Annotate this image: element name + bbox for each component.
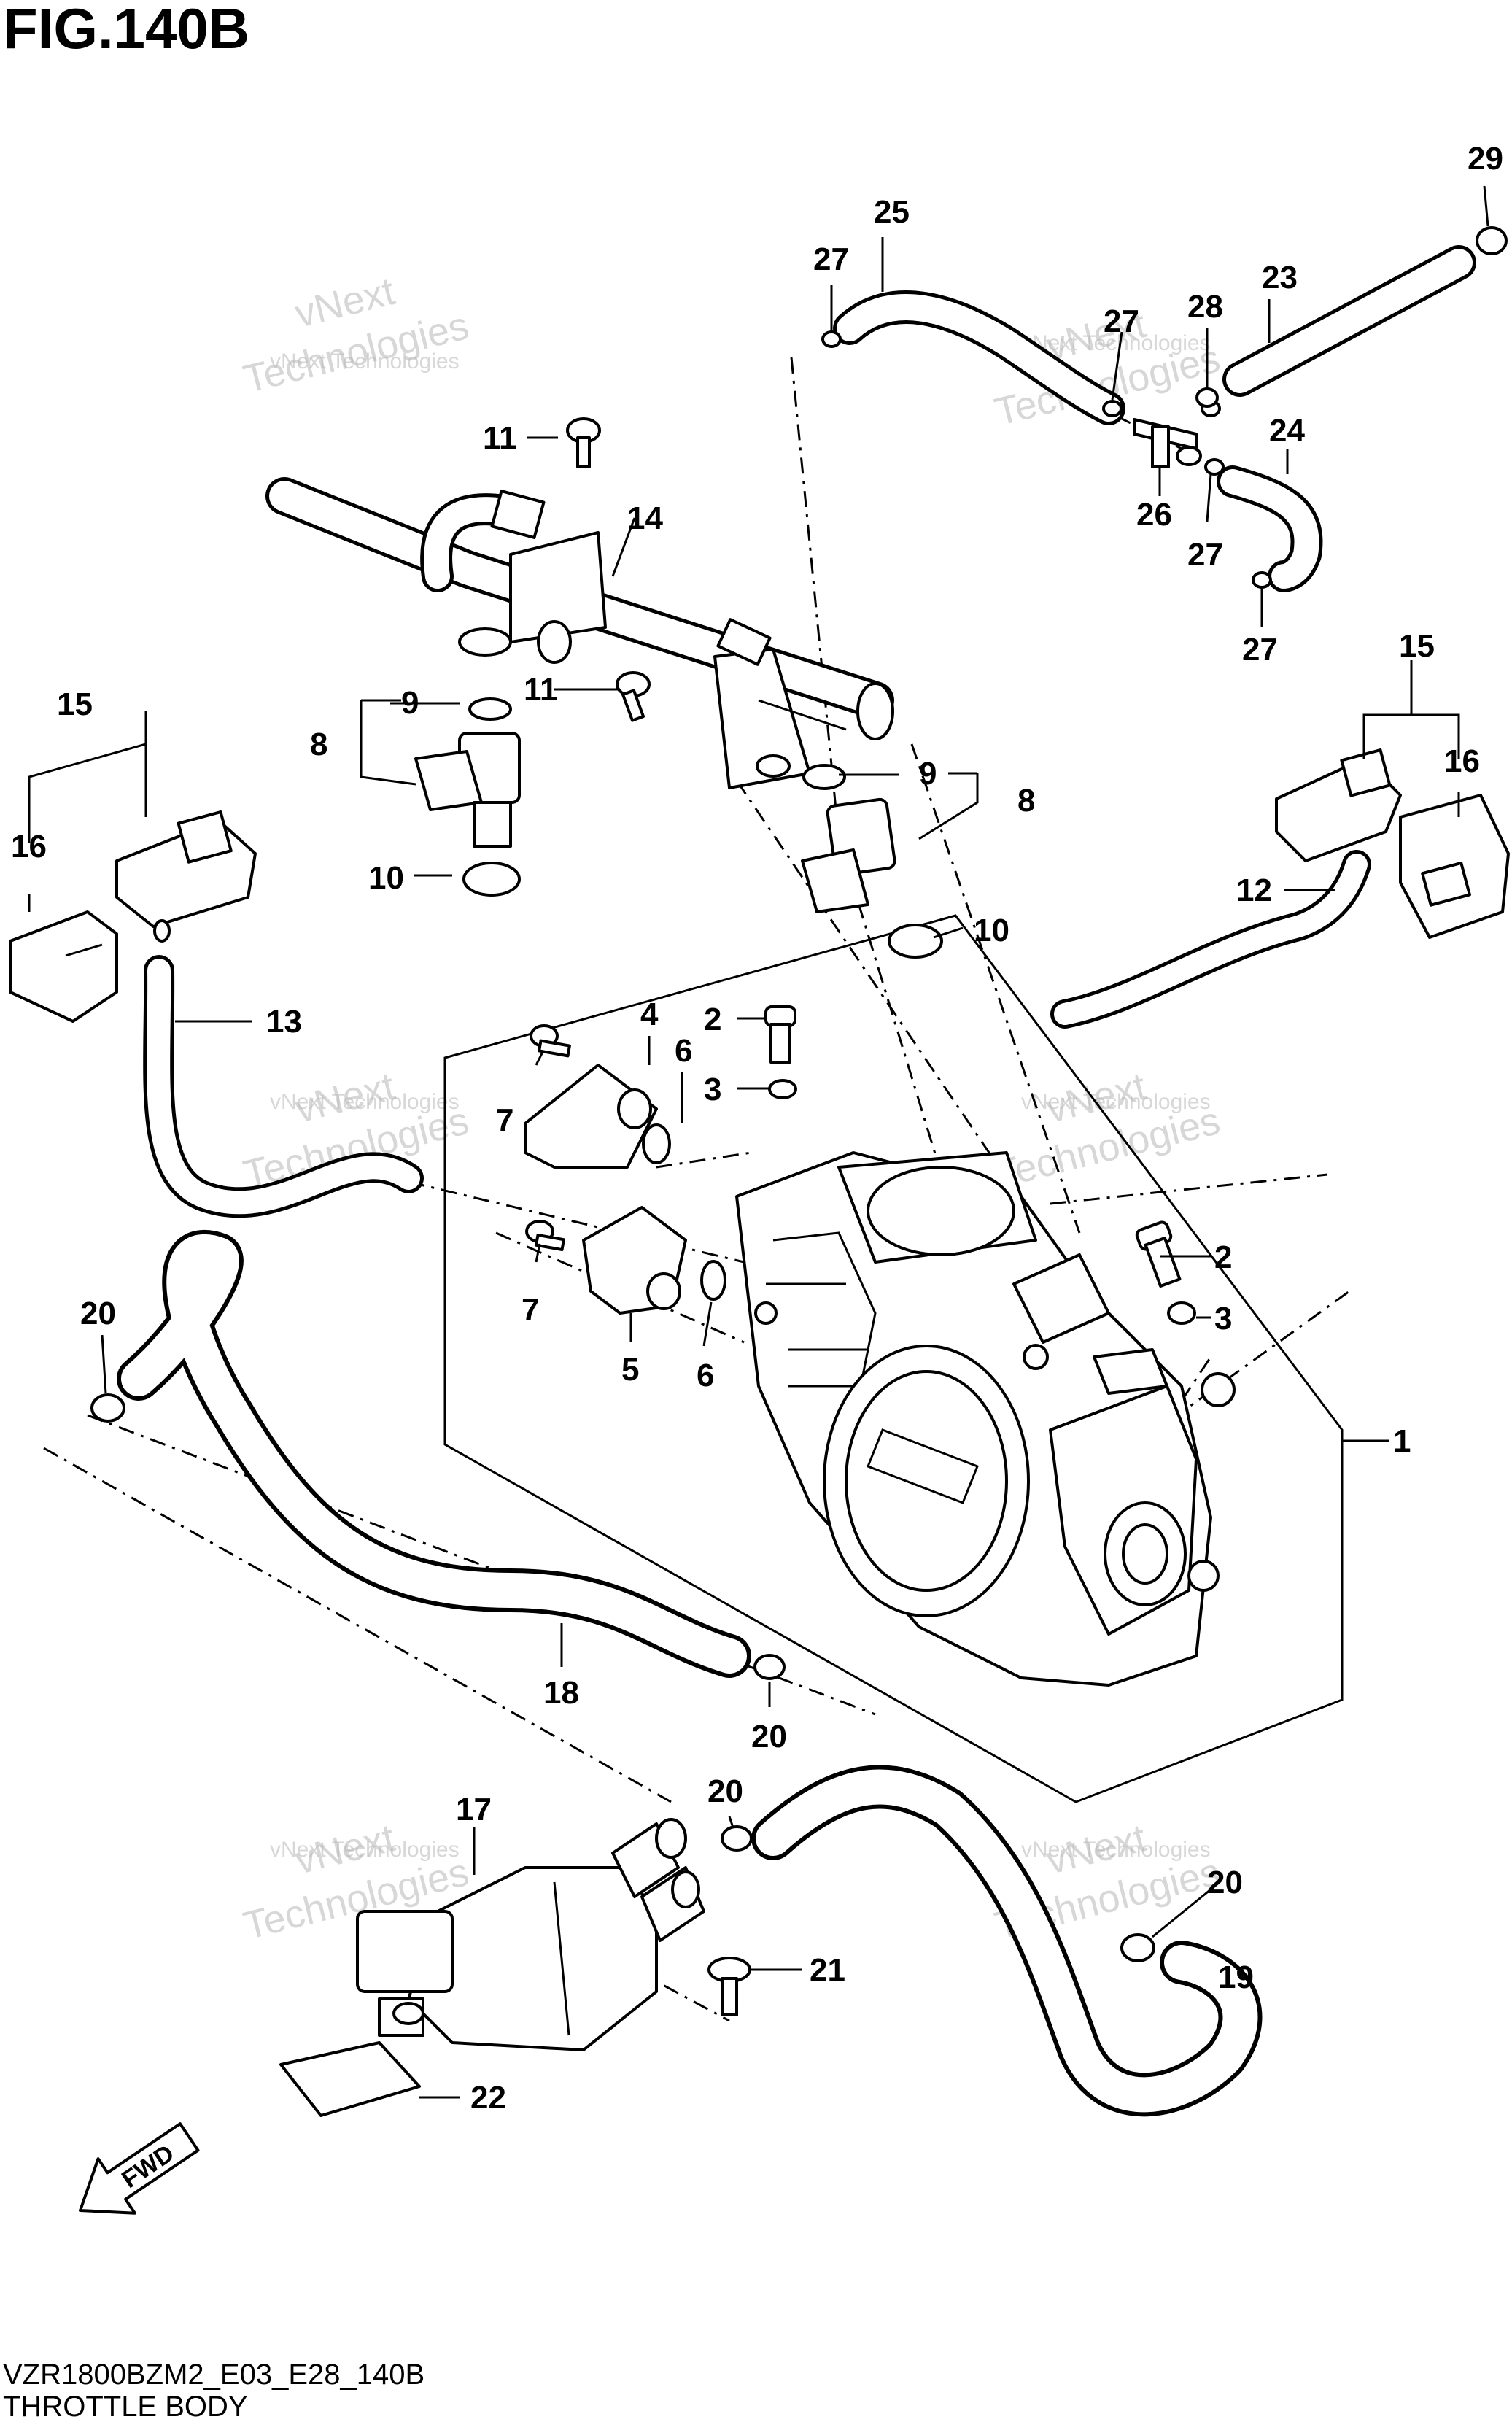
assembly-outline-box — [443, 914, 1344, 1803]
o-ring-3a — [768, 1079, 797, 1099]
watermark-text: vNext Technologies — [1021, 1838, 1211, 1862]
sensor-right — [1275, 748, 1510, 939]
watermark-text: vNext Technologies — [1021, 1090, 1211, 1114]
callout-23: 23 — [1262, 260, 1298, 295]
callout-9: 9 — [401, 685, 419, 721]
callout-20: 20 — [1207, 1865, 1243, 1900]
callout-5: 5 — [621, 1352, 639, 1388]
figure-title: FIG.140B — [3, 0, 249, 61]
callout-27: 27 — [1242, 632, 1278, 668]
o-ring-3b — [1167, 1301, 1196, 1325]
clip-28 — [1195, 387, 1219, 408]
callout-20: 20 — [80, 1296, 116, 1331]
screws-and-seals — [524, 387, 1219, 2016]
callout-7: 7 — [522, 1292, 539, 1328]
callout-10: 10 — [368, 860, 404, 896]
callout-21: 21 — [810, 1952, 845, 1988]
t-joint — [1133, 418, 1202, 468]
callout-16: 16 — [11, 829, 47, 864]
callout-1: 1 — [1393, 1423, 1411, 1459]
watermark-text: vNext Technologies — [270, 1090, 460, 1114]
watermark-text: vNext Technologies — [1021, 331, 1211, 355]
screw-11b — [616, 671, 651, 722]
hoses — [117, 245, 1476, 2117]
screw-7a — [530, 1024, 571, 1058]
watermark-group: vNext Technologies vNext Technologies vN… — [239, 269, 1224, 1948]
callout-7: 7 — [496, 1102, 513, 1138]
callout-27: 27 — [1104, 303, 1139, 339]
callout-15: 15 — [1399, 628, 1435, 664]
screw-21 — [707, 1957, 751, 2016]
fwd-arrow: FWD — [79, 2122, 200, 2215]
throttle-body — [735, 1151, 1236, 1687]
callout-20: 20 — [707, 1773, 743, 1809]
callout-6: 6 — [675, 1033, 692, 1069]
callout-4: 4 — [640, 997, 659, 1032]
sensor-left — [9, 810, 257, 1023]
callout-17: 17 — [456, 1792, 492, 1827]
hose-clamps — [90, 226, 1508, 1962]
callout-22: 22 — [470, 2080, 506, 2116]
sensor-5 — [582, 1206, 687, 1315]
injector-right — [801, 764, 943, 959]
o-ring-6b — [700, 1260, 726, 1301]
watermark-text: vNext Technologies — [270, 1838, 460, 1862]
callout-2: 2 — [704, 1002, 721, 1037]
callout-2: 2 — [1214, 1239, 1232, 1275]
injector-left — [414, 697, 521, 897]
isc-valve — [356, 1818, 705, 2051]
callout-10: 10 — [974, 913, 1009, 948]
callout-25: 25 — [874, 194, 910, 230]
callout-28: 28 — [1187, 289, 1223, 325]
callout-18: 18 — [543, 1675, 579, 1711]
plug-2a — [764, 1005, 796, 1064]
sensor-4 — [524, 1064, 658, 1169]
screw-11a — [566, 417, 601, 468]
watermark-text: vNext Technologies — [270, 349, 460, 374]
o-ring-6a — [642, 1123, 671, 1164]
callout-leaders — [28, 185, 1489, 2099]
plug-2b — [1135, 1220, 1182, 1288]
screw-7b — [525, 1220, 565, 1252]
callout-3: 3 — [1214, 1301, 1232, 1336]
callout-9: 9 — [919, 756, 937, 792]
callout-26: 26 — [1136, 497, 1172, 533]
fuel-rail — [265, 477, 894, 789]
pad — [279, 2041, 421, 2117]
callout-8: 8 — [1017, 783, 1035, 819]
callout-19: 19 — [1218, 1959, 1254, 1995]
callout-20: 20 — [751, 1719, 787, 1754]
callout-6: 6 — [697, 1358, 714, 1393]
callout-3: 3 — [704, 1072, 721, 1107]
callout-11: 11 — [483, 420, 517, 456]
callout-13: 13 — [266, 1004, 302, 1040]
callout-27: 27 — [813, 241, 849, 277]
callout-8: 8 — [310, 727, 327, 762]
watermark: vNext Technologies — [239, 269, 473, 401]
callout-12: 12 — [1236, 873, 1272, 908]
figure-code: VZR1800BZM2_E03_E28_140B — [3, 2359, 424, 2391]
callout-24: 24 — [1269, 413, 1305, 449]
figure-name: THROTTLE BODY — [3, 2391, 248, 2422]
callout-27: 27 — [1187, 537, 1223, 573]
callout-labels: 1 2 2 3 3 4 5 6 6 7 7 8 8 9 9 10 10 11 1… — [11, 141, 1503, 2116]
callout-15: 15 — [57, 686, 93, 722]
callout-16: 16 — [1444, 743, 1480, 779]
callout-11: 11 — [524, 672, 558, 708]
callout-14: 14 — [627, 500, 663, 536]
callout-29: 29 — [1468, 141, 1503, 177]
